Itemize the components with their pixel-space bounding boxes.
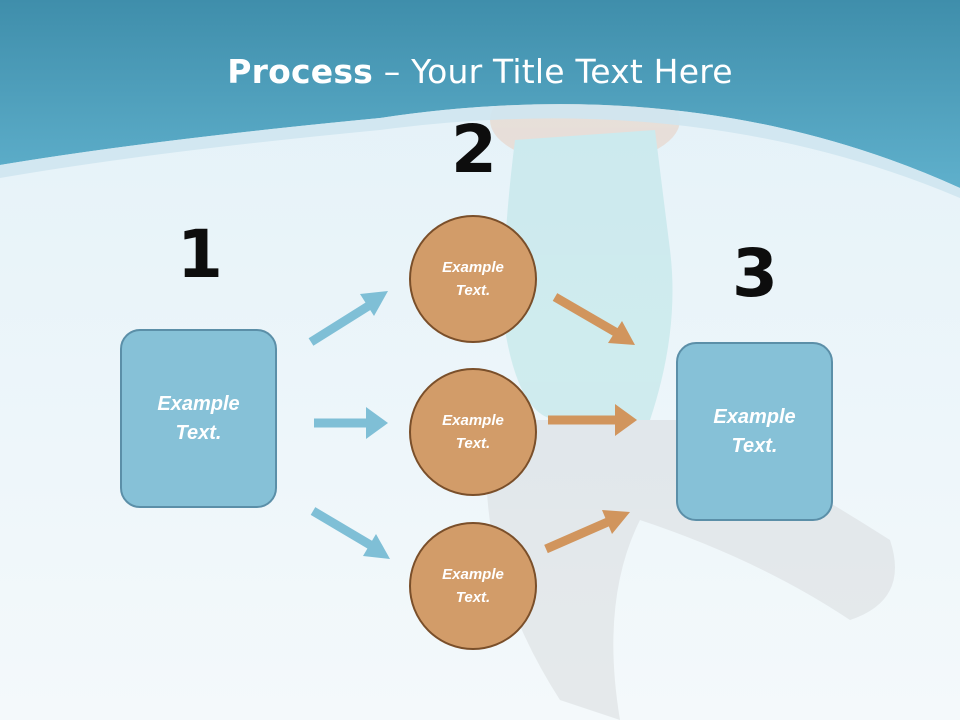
step-number-1: 1: [177, 216, 223, 293]
step2-circle-middle: Example Text.: [409, 368, 537, 496]
step2-circle-top: Example Text.: [409, 215, 537, 343]
step-number-3: 3: [732, 235, 778, 312]
header-band: [0, 0, 960, 188]
slide-title: Process – Your Title Text Here: [0, 52, 960, 91]
step1-box: Example Text.: [120, 329, 277, 508]
step3-box: Example Text.: [676, 342, 833, 521]
step2-circle-bottom: Example Text.: [409, 522, 537, 650]
header-swoosh: [0, 104, 960, 198]
title-rest: – Your Title Text Here: [373, 52, 733, 91]
title-bold: Process: [227, 52, 374, 91]
step-number-2: 2: [451, 111, 497, 188]
